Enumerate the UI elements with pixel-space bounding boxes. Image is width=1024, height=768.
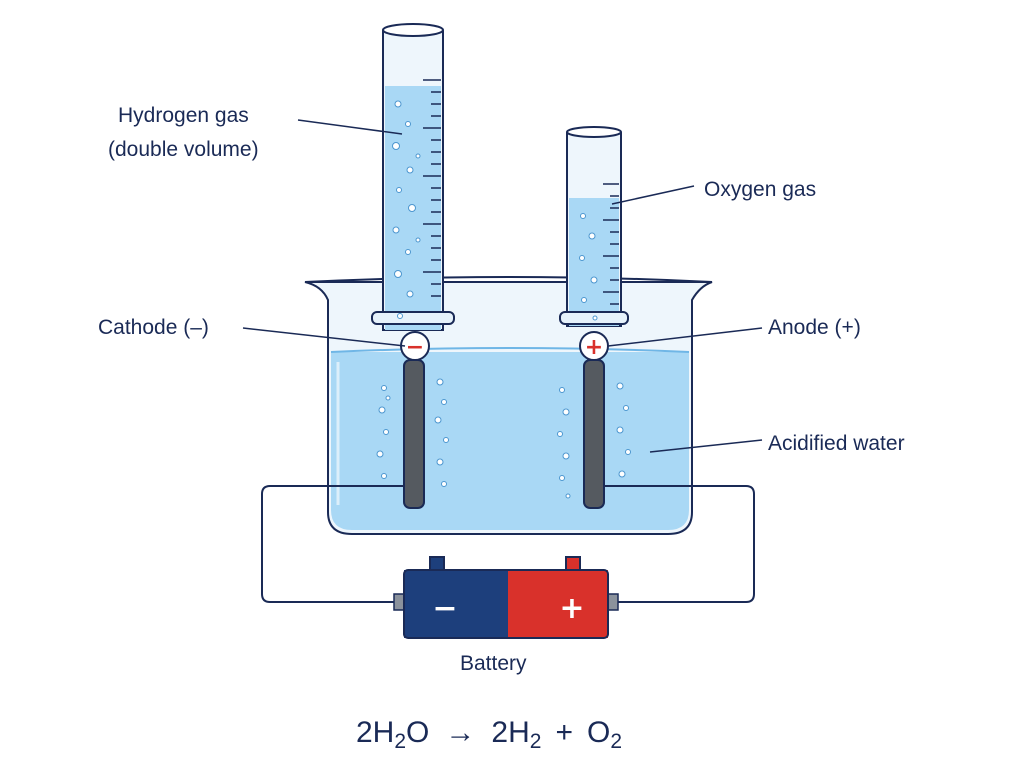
battery-pos-terminal	[565, 556, 581, 572]
acidified-water-label: Acidified water	[768, 432, 905, 455]
battery-negative-half	[404, 570, 508, 638]
cathode-sign: −	[406, 335, 424, 360]
acidified-water	[331, 352, 689, 530]
anode-label: Anode (+)	[768, 316, 861, 339]
beaker-rim	[304, 276, 713, 283]
eq-water-o: O	[406, 716, 429, 749]
battery-positive-half	[508, 570, 608, 638]
battery-negative-sign: −	[432, 591, 457, 626]
eq-oxygen: O	[587, 716, 610, 749]
eq-water-sub: 2	[394, 730, 406, 753]
battery-outline	[403, 569, 609, 639]
oxygen-tube	[559, 126, 629, 327]
anode-leader	[607, 327, 763, 347]
hydrogen-label-line2: (double volume)	[108, 138, 259, 161]
water-leader	[649, 439, 763, 453]
circuit-wires	[261, 485, 755, 603]
anode-electrode	[583, 359, 605, 509]
cathode-label: Cathode (–)	[98, 316, 209, 339]
cathode-electrode	[403, 359, 425, 509]
electrode-bubbles	[376, 378, 631, 499]
oxygen-tube-mouth	[566, 126, 622, 138]
eq-plus: +	[555, 716, 573, 749]
cathode-leader	[242, 327, 406, 347]
water-surface	[330, 347, 690, 353]
oxygen-gas-fill	[569, 198, 619, 326]
cathode-wire	[261, 485, 404, 603]
oxygen-label: Oxygen gas	[704, 178, 816, 201]
chemical-equation: 2H2O→2H2+O2	[356, 716, 622, 753]
oxygen-leader	[611, 185, 695, 205]
anode-wire	[604, 485, 755, 603]
eq-hydrogen-sub: 2	[530, 730, 542, 753]
eq-water-coef: 2H	[356, 716, 394, 749]
hydrogen-tube-scale	[423, 79, 441, 297]
electrodes: − +	[400, 331, 609, 509]
hydrogen-label-line1: Hydrogen gas	[118, 104, 249, 127]
anode-sign: +	[585, 335, 603, 360]
eq-arrow: →	[445, 716, 475, 749]
battery-positive-sign: +	[559, 591, 584, 626]
battery: − +	[393, 556, 619, 639]
hydrogen-tube-mouth	[382, 23, 444, 37]
hydrogen-tube-collar	[371, 311, 455, 325]
hydrogen-bubbles	[392, 100, 421, 319]
beaker	[304, 276, 713, 535]
leader-lines	[242, 119, 763, 453]
battery-neg-terminal	[429, 556, 445, 572]
battery-label: Battery	[460, 652, 527, 675]
oxygen-bubbles	[579, 213, 598, 321]
oxygen-tube-scale	[603, 183, 619, 305]
eq-hydrogen: 2H	[491, 716, 529, 749]
hydrogen-tube	[371, 23, 455, 331]
eq-oxygen-sub: 2	[610, 730, 622, 753]
hydrogen-leader	[297, 119, 403, 135]
